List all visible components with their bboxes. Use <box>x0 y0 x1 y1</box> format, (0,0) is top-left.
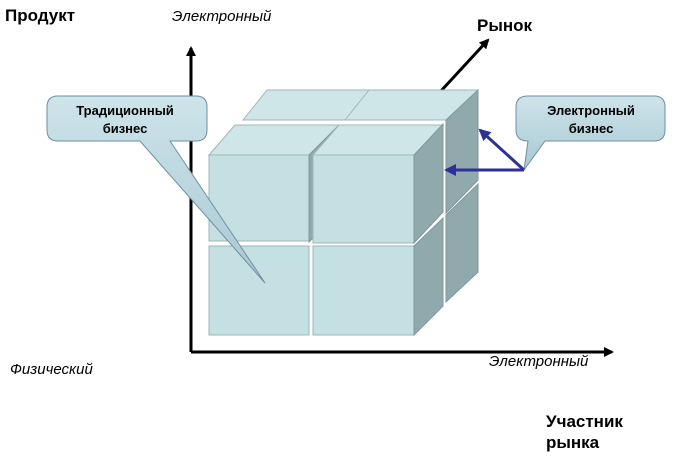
callout-electronic-line1: Электронный <box>547 103 635 118</box>
cube-front-bottom-right-front <box>312 245 415 336</box>
cube-front-bottom-right-side <box>413 216 444 337</box>
product-axis-label: Продукт <box>5 6 75 25</box>
pointer-arrow-corner <box>478 128 526 172</box>
cube-front-bottom-left-front <box>208 245 310 336</box>
callout-electronic: Электронный бизнес <box>515 95 666 171</box>
participant-axis-label-line1: Участник <box>546 412 623 431</box>
cube-front-top-right-front <box>312 154 415 244</box>
electronic-pointer-arrows <box>444 128 526 176</box>
market-axis <box>438 38 490 94</box>
callout-traditional-line1: Традиционный <box>76 103 174 118</box>
cube-front-top-right-side <box>413 122 444 245</box>
cube-back-right-side-bottom <box>445 182 479 304</box>
market-axis-label: Рынок <box>477 16 533 35</box>
callout-traditional: Традиционный бизнес <box>46 95 266 284</box>
product-axis-bottom-label: Физический <box>10 361 93 378</box>
cube-blocks <box>207 88 480 337</box>
cube-back-right-side-top <box>445 88 479 215</box>
callout-traditional-line2: бизнес <box>103 121 148 136</box>
participant-axis-right-label: Электронный <box>489 353 589 370</box>
callout-traditional-bubble <box>46 95 266 284</box>
product-axis-top-label: Электронный <box>172 8 272 25</box>
callout-electronic-bubble <box>515 95 666 171</box>
participant-axis-label-line2: рынка <box>546 433 600 452</box>
callout-electronic-line2: бизнес <box>569 121 614 136</box>
